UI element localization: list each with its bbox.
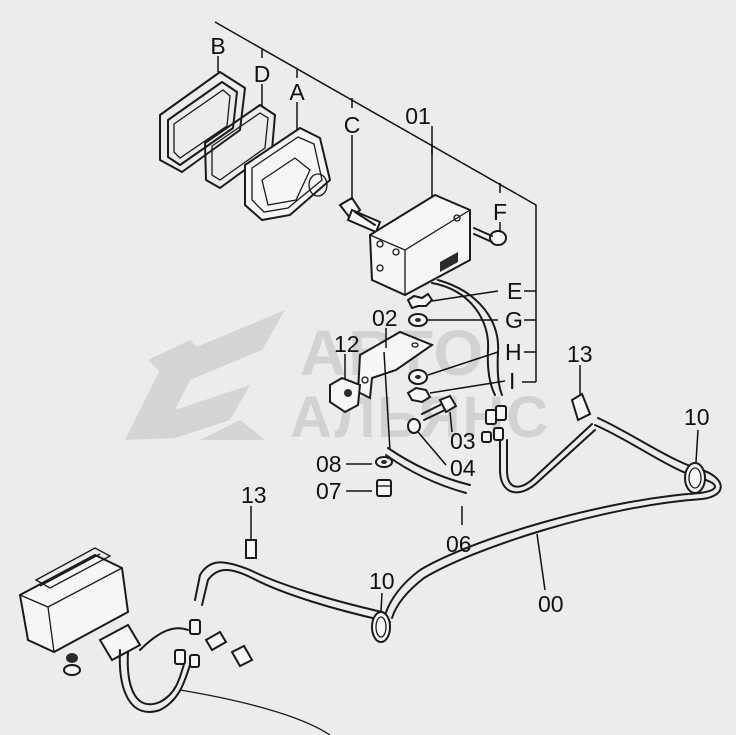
part-08-washer [346,456,393,468]
label-00: 00 [538,591,564,617]
label-G: G [505,307,523,333]
part-07-bolt [346,479,392,497]
label-10-right: 10 [684,404,710,430]
part-F-screw [473,222,507,246]
housing-wire [431,279,503,396]
label-C: C [344,112,361,138]
label-10-lower: 10 [369,568,395,594]
label-13-lower: 13 [241,482,267,508]
label-E: E [507,278,522,304]
label-04: 04 [450,455,476,481]
label-06: 06 [446,531,472,557]
label-H: H [505,339,522,365]
label-A: A [289,79,305,105]
label-01: 01 [405,103,431,129]
watermark: АВТО АЛЬЯНС [125,310,548,450]
upper-connectors [481,405,596,494]
watermark-logo-icon [125,310,285,440]
label-02: 02 [372,305,398,331]
part-10-clamp-right [684,429,706,494]
label-F: F [493,199,507,225]
fastener-stack [406,290,506,404]
part-10-clamp-lower [371,592,391,643]
label-13-upper: 13 [567,341,593,367]
part-A-lens [244,102,332,222]
part-12-block [329,354,362,414]
part-06-wire [385,447,471,525]
part-01-housing [368,126,471,297]
lower-connectors [174,619,254,668]
part-B-frame [159,56,246,173]
part-labels: B D A C 01 F E 02 G 12 H 13 I 10 03 08 0… [210,33,709,617]
part-13-clip-upper [570,365,592,422]
label-03: 03 [450,428,476,454]
label-07: 07 [316,478,342,504]
label-08: 08 [316,451,342,477]
part-00-harness [194,417,722,623]
part-04-washer [407,418,447,466]
label-D: D [254,61,271,87]
part-C-bulb [338,135,382,234]
part-03-bolt [421,394,458,433]
label-12: 12 [334,331,360,357]
part-13-clip-lower [245,506,257,559]
label-I: I [509,368,515,394]
work-lamp-lower [18,547,331,735]
label-B: B [210,33,225,59]
